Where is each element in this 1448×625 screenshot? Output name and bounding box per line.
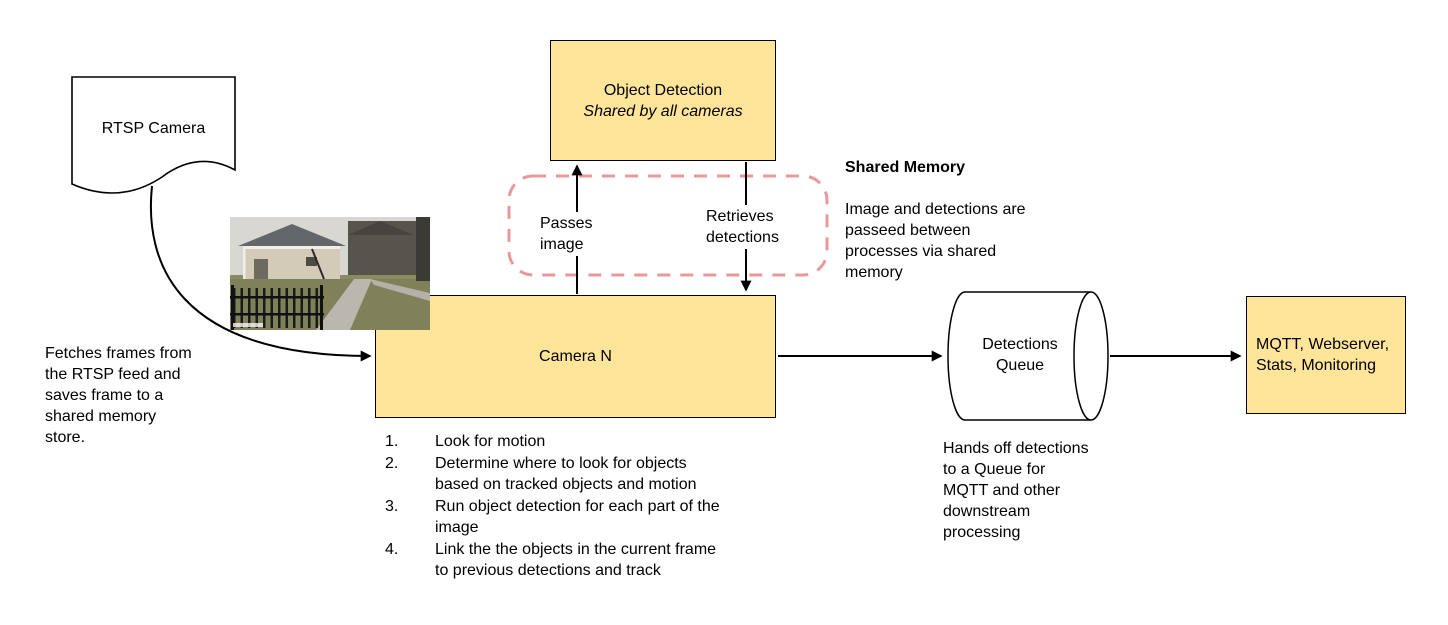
camera-step-2: Determine where to look for objects base…: [385, 453, 697, 494]
camera-snapshot-svg: [230, 217, 430, 330]
camera-step-4: Link the the objects in the current fram…: [385, 539, 717, 580]
shared-memory-title: Shared Memory: [845, 159, 966, 176]
detections-queue-label: Detections Queue: [982, 336, 1058, 374]
detections-queue-shape: [947, 291, 1109, 421]
object-detection-node: Object Detection Shared by all cameras: [550, 40, 776, 161]
rtsp-to-camera-arrow: [149, 185, 372, 362]
rtsp-camera-label: RTSP Camera: [101, 120, 206, 137]
object-detection-title: Object Detection: [603, 81, 723, 99]
shared-memory-dashed-region: [507, 174, 829, 277]
camera-step-1: Look for motion: [385, 431, 546, 452]
camera-n-label: Camera N: [539, 348, 612, 365]
camera-steps-list: Look for motion Determine where to look …: [383, 431, 773, 582]
shared-memory-annotation: Shared Memory Image and detections are p…: [845, 136, 1026, 304]
outputs-node: MQTT, Webserver, Stats, Monitoring: [1246, 296, 1406, 414]
object-detection-subtitle: Shared by all cameras: [583, 102, 743, 120]
photo-walkway: [316, 279, 430, 330]
rtsp-camera-shape: [71, 76, 236, 194]
shared-memory-body: Image and detections are passeed between…: [845, 201, 1026, 281]
photo-house: [238, 224, 346, 280]
retrieves-detections-label: Retrieves detections: [703, 205, 782, 249]
camera-step-3: Run object detection for each part of th…: [385, 496, 720, 537]
hands-off-annotation: Hands off detections to a Queue for MQTT…: [943, 440, 1089, 541]
outputs-label: MQTT, Webserver, Stats, Monitoring: [1256, 336, 1390, 374]
camera-n-node: Camera N: [375, 295, 776, 418]
camera-snapshot-image: [230, 217, 430, 330]
passes-image-label: Passes image: [537, 212, 596, 256]
photo-fence: [230, 285, 324, 330]
fetch-frames-annotation: Fetches frames from the RTSP feed and sa…: [45, 345, 192, 446]
